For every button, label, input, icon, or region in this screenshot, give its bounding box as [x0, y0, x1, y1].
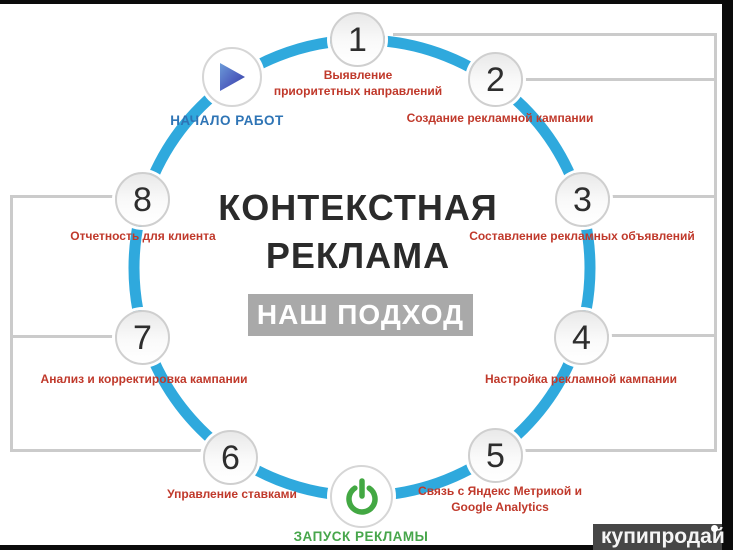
step-label-4: Настройка рекламной кампании [485, 371, 677, 387]
step-number-2: 2 [486, 60, 505, 99]
watermark-text: купипродай [601, 525, 725, 548]
callout-line-step4 [606, 334, 715, 337]
callout-line-step8 [10, 195, 116, 198]
power-icon [345, 477, 378, 515]
frame-bar-top [0, 0, 733, 4]
step-number-8: 8 [133, 180, 152, 219]
step-label-6: Управление ставками [167, 486, 297, 502]
step-number-5: 5 [486, 436, 505, 475]
frame-bar-bottom [0, 545, 733, 550]
step-node-1: 1 [330, 12, 385, 67]
step-label-line: Google Analytics [451, 500, 549, 514]
page-title-line2: РЕКЛАМА [265, 235, 451, 276]
start-label: НАЧАЛО РАБОТ [170, 113, 284, 128]
page-title-line1: КОНТЕКСТНАЯ [218, 187, 498, 228]
step-label-line: Отчетность для клиента [70, 229, 216, 243]
step-label-line: Анализ и корректировка кампании [40, 372, 248, 386]
callout-line-left-vertical [10, 195, 13, 452]
step-label-5: Связь с Яндекс Метрикой и Google Analyti… [418, 483, 582, 515]
step-number-7: 7 [133, 318, 152, 357]
step-node-3: 3 [555, 172, 610, 227]
step-label-line: Составление рекламных объявлений [469, 229, 695, 243]
step-label-1: Выявление приоритетных направлений [274, 67, 442, 99]
step-label-3: Составление рекламных объявлений [469, 228, 695, 244]
step-label-line: Настройка рекламной кампании [484, 372, 678, 386]
callout-line-right-vertical [714, 33, 717, 452]
step-number-1: 1 [348, 20, 367, 59]
launch-label: ЗАПУСК РЕКЛАМЫ [293, 529, 429, 544]
step-node-8: 8 [115, 172, 170, 227]
callout-line-step7 [10, 335, 116, 338]
callout-line-step2 [521, 78, 715, 81]
step-number-6: 6 [221, 438, 240, 477]
step-node-7: 7 [115, 310, 170, 365]
play-icon [220, 63, 245, 91]
step-node-5: 5 [468, 428, 523, 483]
start-node [202, 47, 262, 107]
callout-line-step3 [608, 195, 715, 198]
callout-line-step5 [522, 449, 715, 452]
step-node-2: 2 [468, 52, 523, 107]
callout-line-step6 [10, 449, 204, 452]
watermark: купипродай [593, 524, 725, 550]
page-title: КОНТЕКСТНАЯ РЕКЛАМА [218, 184, 497, 280]
step-label-line: приоритетных направлений [273, 84, 443, 98]
step-label-line: Выявление [323, 68, 393, 82]
step-label-7: Анализ и корректировка кампании [41, 371, 248, 387]
step-number-4: 4 [572, 318, 591, 357]
step-label-2: Создание рекламной кампании [407, 110, 594, 126]
callout-line-step1 [393, 33, 715, 36]
watermark-dot [711, 525, 718, 532]
step-number-3: 3 [573, 180, 592, 219]
launch-node [330, 465, 393, 528]
step-label-line: Управление ставками [167, 487, 297, 501]
frame-bar-right [722, 0, 733, 550]
step-label-line: Связь с Яндекс Метрикой и [418, 484, 582, 498]
step-node-6: 6 [203, 430, 258, 485]
step-label-line: Создание рекламной кампании [406, 111, 594, 125]
step-node-4: 4 [554, 310, 609, 365]
step-label-8: Отчетность для клиента [70, 228, 215, 244]
subtitle-banner: НАШ ПОДХОД [248, 294, 473, 336]
